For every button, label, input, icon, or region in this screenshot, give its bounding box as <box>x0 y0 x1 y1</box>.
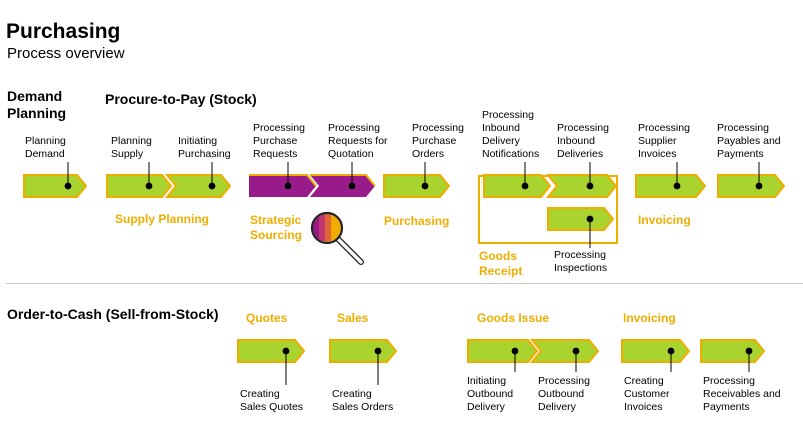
group-label-strategic-sourcing: Strategic Sourcing <box>250 213 303 242</box>
group-label-sales: Sales <box>337 311 369 325</box>
step-dot-processing-inbound-deliveries <box>586 182 594 190</box>
step-chevron-initiating-outbound-delivery <box>467 339 539 363</box>
step-label-processing-purchase-orders: Processing Purchase Orders <box>412 122 464 160</box>
step-chevron-processing-inspections <box>547 207 615 231</box>
step-label-creating-sales-orders: Creating Sales Orders <box>332 388 394 413</box>
step-chevron-processing-inbound-deliveries <box>545 174 618 198</box>
step-chevron-planning-supply <box>106 174 173 198</box>
step-label-processing-inbound-delivery-notifications: Processing Inbound Delivery Notification… <box>482 109 540 160</box>
step-chevron-processing-outbound-delivery <box>529 339 600 363</box>
step-dot-initiating-outbound-delivery <box>511 347 519 355</box>
step-chevron-processing-inbound-delivery-notifications <box>483 174 552 198</box>
page-subtitle: Process overview <box>7 45 125 62</box>
step-label-processing-requests-for-quotation: Processing Requests for Quotation <box>328 122 388 160</box>
group-label-quotes: Quotes <box>246 311 288 325</box>
step-label-processing-payables-and-payments: Processing Payables and Payments <box>717 122 781 160</box>
group-label-supply-planning: Supply Planning <box>115 212 210 226</box>
step-dot-creating-sales-orders <box>374 347 382 355</box>
group-label-invoicing-o2c: Invoicing <box>623 311 676 325</box>
step-chevron-processing-requests-for-quotation <box>310 175 375 197</box>
group-label-goods-issue: Goods Issue <box>477 311 550 325</box>
step-label-creating-customer-invoices: Creating Customer Invoices <box>624 375 670 413</box>
step-dot-creating-customer-invoices <box>667 347 675 355</box>
step-chevron-processing-purchase-requests <box>249 175 316 197</box>
step-label-initiating-outbound-delivery: Initiating Outbound Delivery <box>467 375 514 413</box>
step-label-processing-outbound-delivery: Processing Outbound Delivery <box>538 375 590 413</box>
step-chevron-edge-processing-requests-for-quotation <box>310 174 376 187</box>
step-dot-processing-purchase-orders <box>421 182 429 190</box>
step-chevron-edge-processing-purchase-requests <box>249 174 317 187</box>
magnifier-icon <box>310 211 364 265</box>
step-dot-planning-supply <box>145 182 153 190</box>
group-label-invoicing-p2p: Invoicing <box>638 213 691 227</box>
section-procure-to-pay: Procure-to-Pay (Stock) <box>105 91 257 107</box>
step-dot-processing-purchase-requests <box>284 182 292 190</box>
group-label-goods-receipt: Goods Receipt <box>479 249 523 278</box>
section-order-to-cash: Order-to-Cash (Sell-from-Stock) <box>7 306 219 322</box>
step-label-processing-receivables-and-payments: Processing Receivables and Payments <box>703 375 781 413</box>
step-dot-creating-sales-quotes <box>282 347 290 355</box>
step-chevron-processing-supplier-invoices <box>635 174 707 198</box>
page-title: Purchasing <box>6 20 121 43</box>
section-demand-planning: Demand Planning <box>7 88 67 121</box>
section-divider <box>6 283 803 284</box>
step-label-processing-supplier-invoices: Processing Supplier Invoices <box>638 122 690 160</box>
step-dot-initiating-purchasing <box>208 182 216 190</box>
step-label-processing-inspections: Processing Inspections <box>554 249 608 274</box>
step-dot-processing-payables-and-payments <box>755 182 763 190</box>
step-dot-processing-inbound-delivery-notifications <box>521 182 529 190</box>
group-label-purchasing: Purchasing <box>384 214 450 228</box>
step-chevron-planning-demand <box>23 174 88 198</box>
step-dot-processing-outbound-delivery <box>572 347 580 355</box>
step-label-processing-purchase-requests: Processing Purchase Requests <box>253 122 305 160</box>
step-label-processing-inbound-deliveries: Processing Inbound Deliveries <box>557 122 609 160</box>
step-chevron-creating-sales-orders <box>329 339 398 363</box>
step-chevron-creating-sales-quotes <box>237 339 306 363</box>
step-chevron-initiating-purchasing <box>164 174 232 198</box>
step-label-planning-supply: Planning Supply <box>111 135 152 160</box>
step-chevron-processing-purchase-orders <box>383 174 451 198</box>
step-dot-processing-supplier-invoices <box>673 182 681 190</box>
step-chevron-creating-customer-invoices <box>621 339 691 363</box>
step-chevron-processing-receivables-and-payments <box>700 339 766 363</box>
step-dot-processing-requests-for-quotation <box>348 182 356 190</box>
step-label-planning-demand: Planning Demand <box>25 135 66 160</box>
step-chevron-processing-payables-and-payments <box>717 174 786 198</box>
step-dot-processing-inspections <box>586 215 594 223</box>
step-dot-planning-demand <box>64 182 72 190</box>
step-dot-processing-receivables-and-payments <box>745 347 753 355</box>
step-label-creating-sales-quotes: Creating Sales Quotes <box>240 388 304 413</box>
step-label-initiating-purchasing: Initiating Purchasing <box>178 135 231 160</box>
